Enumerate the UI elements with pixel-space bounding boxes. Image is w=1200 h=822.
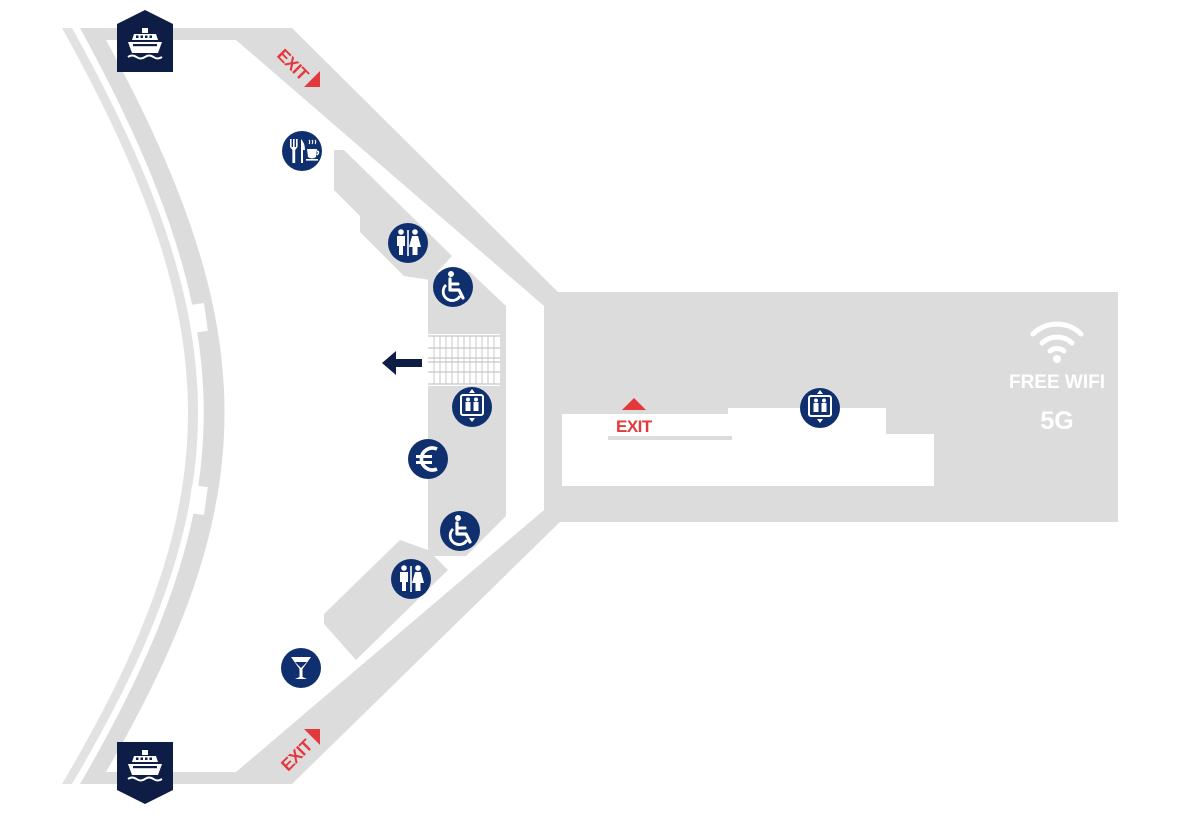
- exit-center[interactable]: EXIT: [616, 398, 653, 436]
- left-wing-interior: [106, 40, 544, 772]
- exit-arrow-icon: [622, 398, 646, 410]
- exit-arrow-icon: [304, 71, 320, 87]
- restaurant-cafe-icon[interactable]: [282, 131, 322, 171]
- stairs: [428, 334, 500, 386]
- ship-badge-bottom: [117, 742, 173, 804]
- arrow-left-icon: [382, 351, 422, 375]
- toilets-icon[interactable]: [391, 559, 431, 599]
- elevator-icon[interactable]: [800, 388, 840, 428]
- wheelchair-icon[interactable]: [433, 267, 473, 307]
- wifi-network: 5G: [1040, 407, 1073, 435]
- wifi-info: FREE WIFI 5G: [1009, 324, 1105, 435]
- quay-outline: [62, 28, 198, 784]
- wifi-label: FREE WIFI: [1009, 372, 1105, 393]
- floor-plan: [62, 28, 1118, 784]
- elevator-icon[interactable]: [452, 387, 492, 427]
- wheelchair-icon[interactable]: [440, 511, 480, 551]
- ship-badge-top: [117, 10, 173, 72]
- exit-label: EXIT: [616, 417, 653, 436]
- toilets-icon[interactable]: [388, 223, 428, 263]
- bar-glass-icon[interactable]: [281, 648, 321, 688]
- exit-arrow-icon: [304, 729, 320, 745]
- euro-icon[interactable]: [408, 439, 448, 479]
- corridor-connector: [608, 414, 732, 440]
